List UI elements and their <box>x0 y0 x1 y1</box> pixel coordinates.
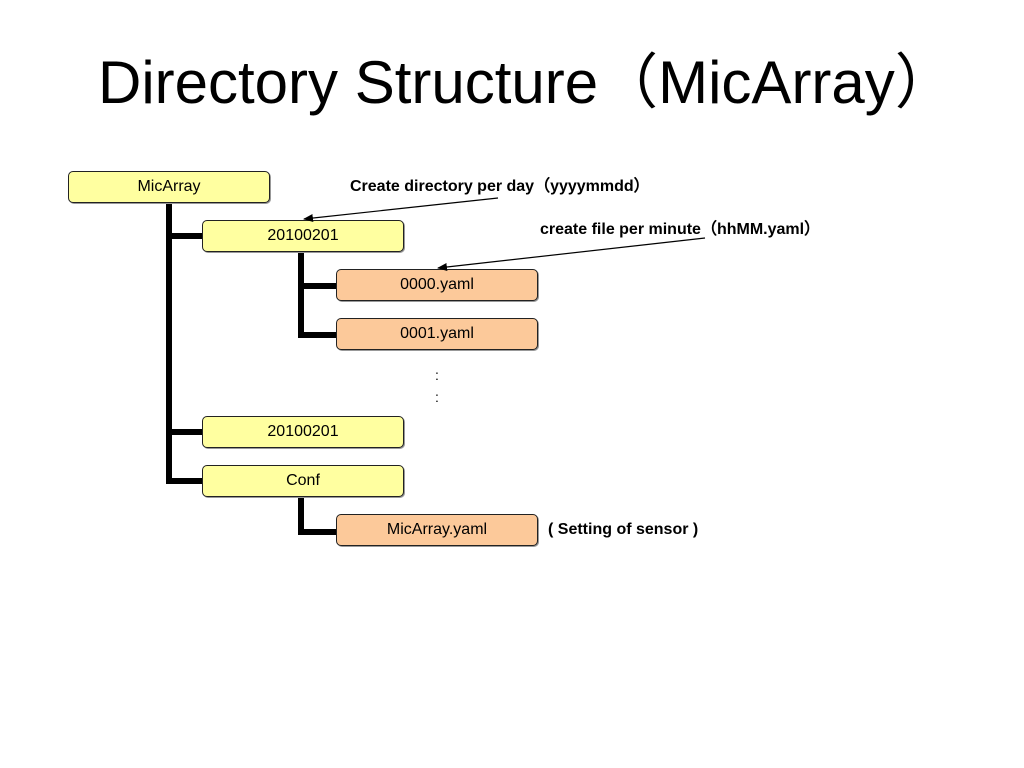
connector-to-day-dir-1 <box>166 233 202 239</box>
conf-file-label: MicArray.yaml <box>386 521 488 538</box>
root-directory-label: MicArray <box>137 178 201 195</box>
sensor-setting-annotation: ( Setting of sensor ) <box>548 521 699 538</box>
day-directory-annotation: Create directory per day（yyyymmdd） <box>350 178 650 195</box>
ellipsis-dots-2: : <box>435 389 439 405</box>
file-node-0001[interactable]: 0001.yaml <box>336 318 538 350</box>
minute-annotation-arrow <box>437 237 706 271</box>
day-directory-node-1[interactable]: 20100201 <box>202 220 404 252</box>
conf-directory-node[interactable]: Conf <box>202 465 404 497</box>
ellipsis-dots-1: : <box>435 367 439 383</box>
day-annotation-arrow <box>303 197 499 223</box>
day-dir-vertical-connector <box>298 252 304 338</box>
file-node-0000[interactable]: 0000.yaml <box>336 269 538 301</box>
connector-to-conf-dir <box>166 478 202 484</box>
connector-to-file-1 <box>298 283 336 289</box>
day-directory-label: 20100201 <box>267 227 339 244</box>
slide-title: Directory Structure（MicArray） <box>98 49 955 116</box>
connector-to-day-dir-2 <box>166 429 202 435</box>
connector-to-file-2 <box>298 332 336 338</box>
day-directory-node-2[interactable]: 20100201 <box>202 416 404 448</box>
root-vertical-connector <box>166 203 172 484</box>
connector-to-conf-file <box>298 529 336 535</box>
conf-vertical-connector <box>298 497 304 535</box>
conf-file-node[interactable]: MicArray.yaml <box>336 514 538 546</box>
minute-file-annotation: create file per minute（hhMM.yaml） <box>540 221 821 238</box>
file-label: 0001.yaml <box>400 325 474 342</box>
day-directory-label: 20100201 <box>267 423 339 440</box>
conf-directory-label: Conf <box>286 472 320 489</box>
file-label: 0000.yaml <box>400 276 474 293</box>
root-directory-node[interactable]: MicArray <box>68 171 270 203</box>
